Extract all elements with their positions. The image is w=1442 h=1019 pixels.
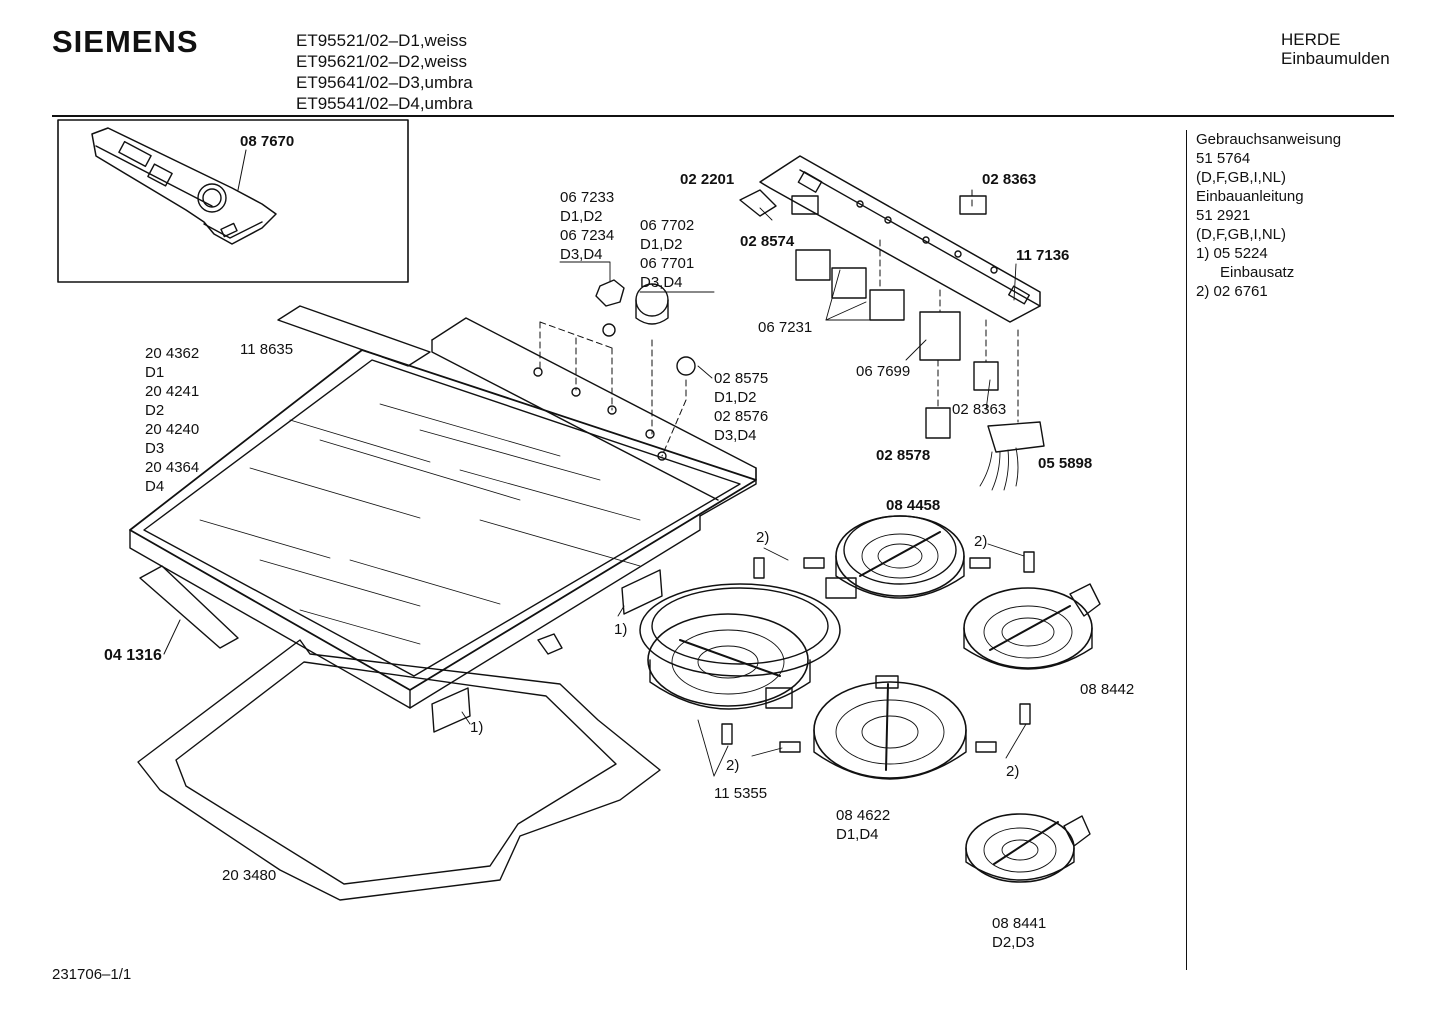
part-label: 02 8575 bbox=[714, 370, 769, 387]
variant-label: D3 bbox=[145, 440, 165, 457]
part-label: 06 7233 bbox=[560, 189, 615, 206]
note-line: 1) 05 5224 bbox=[1196, 245, 1268, 262]
part-label: 02 8363 bbox=[982, 171, 1037, 188]
variant-label: D2 bbox=[145, 402, 165, 419]
leader-lines bbox=[461, 207, 1027, 777]
part-label: 20 4240 bbox=[145, 421, 200, 438]
note-marker: 2) bbox=[974, 533, 988, 550]
brand-logo: SIEMENS bbox=[52, 24, 199, 59]
note-line: (D,F,GB,I,NL) bbox=[1196, 169, 1287, 186]
variant-label: D4 bbox=[145, 478, 165, 495]
part-label: 20 4364 bbox=[145, 459, 200, 476]
part-label: 02 2201 bbox=[680, 171, 735, 188]
model-item: ET95541/02–D4,umbra bbox=[296, 94, 473, 113]
scraper-inset bbox=[57, 119, 409, 283]
note-line: 2) 02 6761 bbox=[1196, 283, 1268, 300]
part-label: 06 7234 bbox=[560, 227, 615, 244]
part-label: 04 1316 bbox=[104, 647, 162, 664]
frame-gasket bbox=[137, 639, 661, 901]
model-list: ET95521/02–D1,weiss ET95621/02–D2,weiss … bbox=[296, 30, 473, 114]
part-label: 08 7670 bbox=[240, 133, 295, 150]
category: HERDE Einbaumulden bbox=[1281, 30, 1390, 68]
note-line: (D,F,GB,I,NL) bbox=[1196, 226, 1287, 243]
note-line: 51 2921 bbox=[1196, 207, 1251, 224]
note-line: Gebrauchsanweisung bbox=[1196, 131, 1342, 148]
part-label: 02 8576 bbox=[714, 408, 769, 425]
knob-parts bbox=[539, 279, 696, 457]
part-label: 11 5355 bbox=[714, 785, 768, 802]
part-label: 08 8441 bbox=[992, 915, 1047, 932]
model-item: ET95641/02–D3,umbra bbox=[296, 73, 473, 92]
variant-label: D3,D4 bbox=[714, 427, 757, 444]
note-marker: 2) bbox=[1006, 763, 1020, 780]
note-line: Einbausatz bbox=[1220, 264, 1295, 281]
clip-parts bbox=[431, 551, 1035, 753]
heating-elements bbox=[639, 515, 1101, 883]
variant-label: D1,D4 bbox=[836, 826, 879, 843]
category-line: HERDE bbox=[1281, 30, 1341, 49]
note-line: Einbauanleitung bbox=[1196, 188, 1304, 205]
model-item: ET95621/02–D2,weiss bbox=[296, 52, 468, 71]
part-label: 20 3480 bbox=[222, 867, 277, 884]
part-label: 08 4622 bbox=[836, 807, 891, 824]
variant-label: D1,D2 bbox=[714, 389, 757, 406]
header-divider bbox=[52, 115, 1394, 117]
variant-label: D1,D2 bbox=[640, 236, 683, 253]
seal-strip bbox=[139, 565, 239, 649]
part-label: 06 7701 bbox=[640, 255, 695, 272]
part-label: 02 8578 bbox=[876, 447, 931, 464]
part-label: 05 5898 bbox=[1038, 455, 1093, 472]
variant-label: D1 bbox=[145, 364, 165, 381]
part-label: 11 8635 bbox=[240, 341, 294, 358]
note-marker: 1) bbox=[470, 719, 484, 736]
variant-label: D3,D4 bbox=[640, 274, 683, 291]
model-item: ET95521/02–D1,weiss bbox=[296, 31, 468, 50]
note-marker: 2) bbox=[756, 529, 770, 546]
variant-label: D3,D4 bbox=[560, 246, 603, 263]
part-label: 20 4362 bbox=[145, 345, 200, 362]
part-label: 06 7702 bbox=[640, 217, 695, 234]
note-marker: 2) bbox=[726, 757, 740, 774]
note-marker: 1) bbox=[614, 621, 628, 638]
control-bracket bbox=[739, 155, 1045, 491]
part-label: 08 8442 bbox=[1080, 681, 1135, 698]
category-line: Einbaumulden bbox=[1281, 49, 1390, 68]
part-label: 20 4241 bbox=[145, 383, 200, 400]
part-label: 06 7699 bbox=[856, 363, 911, 380]
side-notes: Gebrauchsanweisung 51 5764 (D,F,GB,I,NL)… bbox=[1196, 130, 1341, 301]
side-divider bbox=[1186, 130, 1187, 970]
part-label: 08 4458 bbox=[886, 497, 941, 514]
variant-label: D1,D2 bbox=[560, 208, 603, 225]
part-label: 06 7231 bbox=[758, 319, 813, 336]
part-label: 02 8363 bbox=[952, 401, 1007, 418]
note-line: 51 5764 bbox=[1196, 150, 1251, 167]
cooktop-glass bbox=[129, 317, 757, 709]
footer-code: 231706–1/1 bbox=[52, 966, 132, 983]
part-label: 02 8574 bbox=[740, 233, 795, 250]
variant-label: D2,D3 bbox=[992, 934, 1035, 951]
part-label: 11 7136 bbox=[1016, 247, 1070, 264]
